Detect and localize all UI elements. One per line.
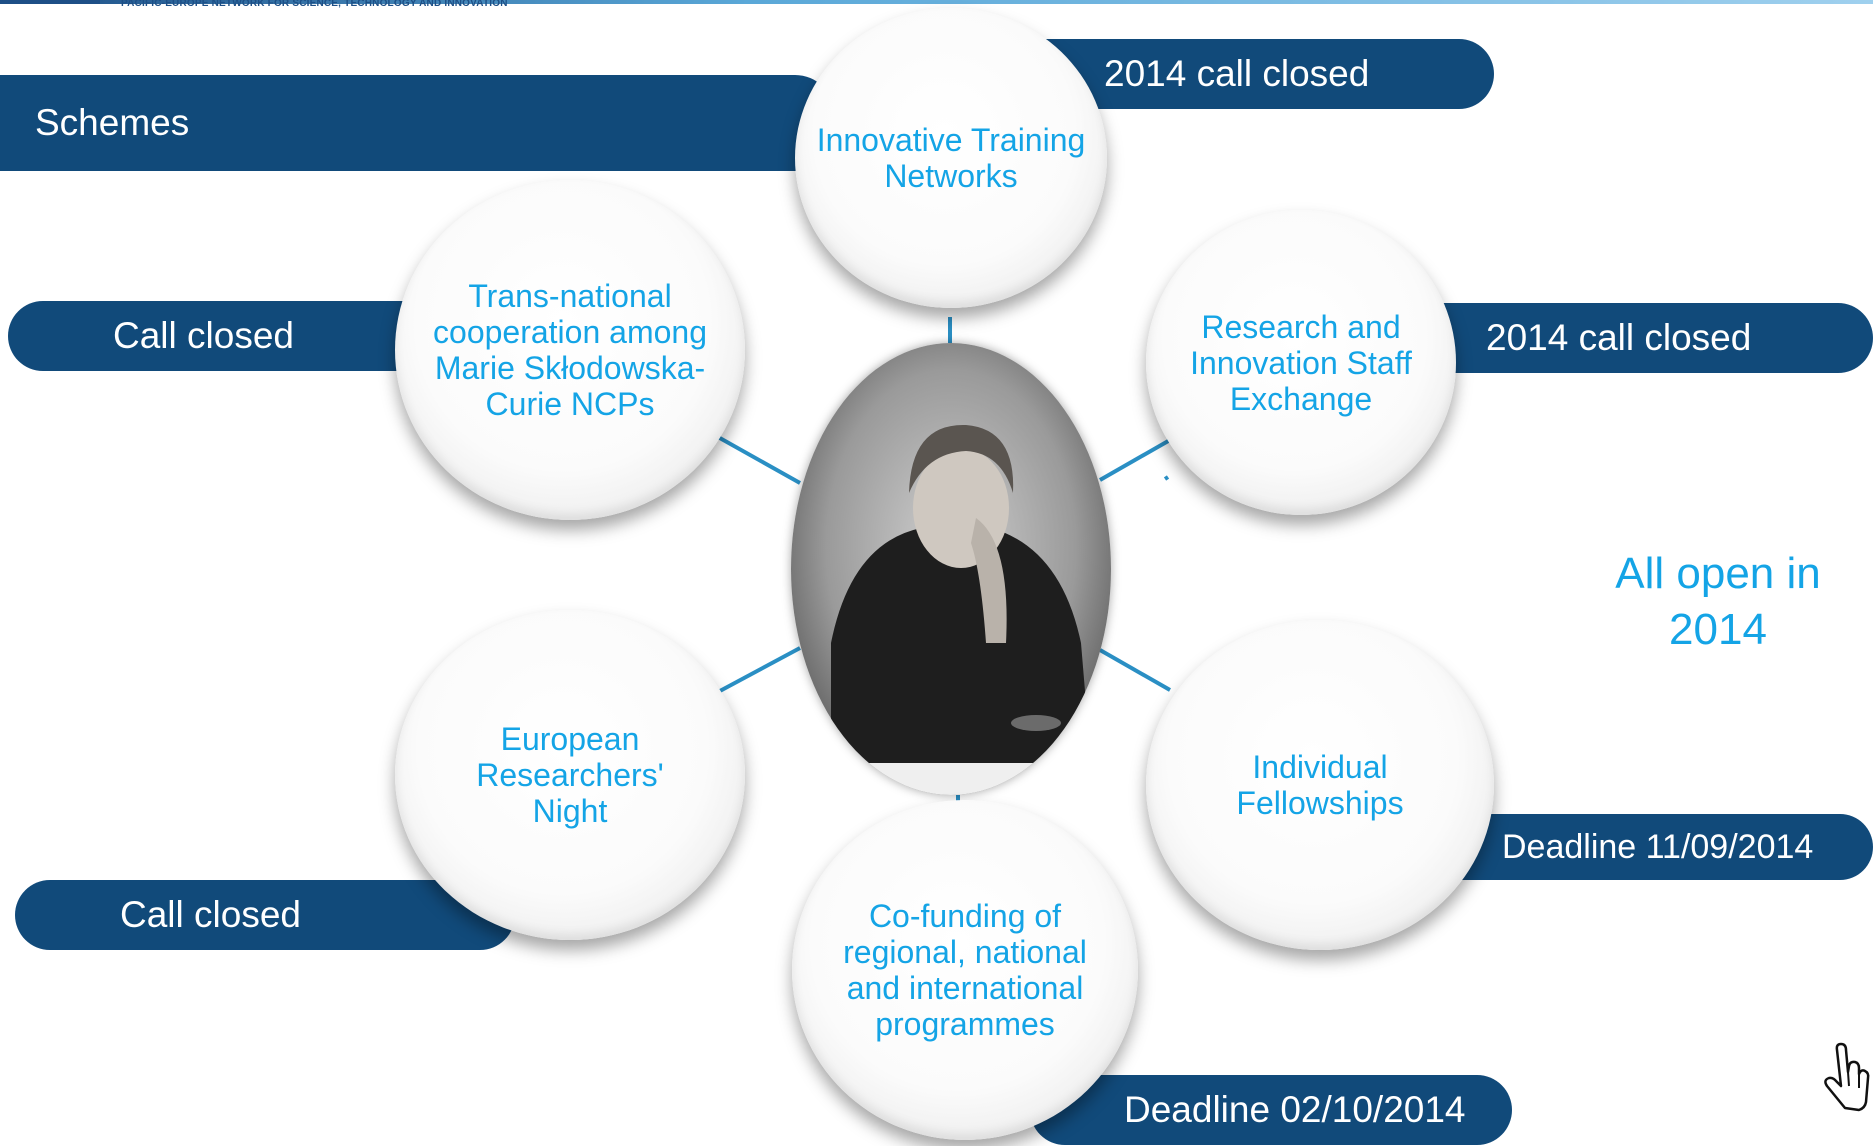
scheme-label: Individual Fellowships xyxy=(1236,749,1404,821)
scheme-bubble-rise: Research and Innovation Staff Exchange xyxy=(1146,210,1456,515)
scheme-label: Innovative Training Networks xyxy=(816,122,1086,194)
status-label: 2014 call closed xyxy=(1486,317,1752,358)
page-title: Schemes xyxy=(35,102,190,143)
scheme-bubble-cofund: Co-funding of regional, national and int… xyxy=(792,800,1138,1140)
hand-pointer-icon[interactable] xyxy=(1815,1036,1873,1116)
status-label: Call closed xyxy=(113,315,294,356)
status-banner-ncp: Call closed xyxy=(8,301,448,371)
connector-line xyxy=(1099,438,1171,482)
status-label: Call closed xyxy=(120,894,301,935)
scheme-label: Research and Innovation Staff Exchange xyxy=(1190,308,1412,417)
status-label: 2014 call closed xyxy=(1104,53,1370,94)
header-rule-accent xyxy=(0,0,100,4)
header-tagline: PACIFIC-EUROPE NETWORK FOR SCIENCE, TECH… xyxy=(121,0,508,9)
scheme-label: European Researchers' Night xyxy=(476,721,664,829)
center-portrait-image xyxy=(791,343,1111,795)
scheme-label: Co-funding of regional, national and int… xyxy=(843,898,1087,1042)
scheme-bubble-if: Individual Fellowships xyxy=(1146,620,1494,950)
scheme-bubble-night: European Researchers' Night xyxy=(395,610,745,940)
status-label: Deadline 02/10/2014 xyxy=(1124,1089,1466,1130)
scheme-label: Trans-national cooperation among Marie S… xyxy=(433,278,707,422)
status-banner-cofund: Deadline 02/10/2014 xyxy=(1030,1075,1512,1145)
all-open-note: All open in 2014 xyxy=(1615,549,1821,654)
connector-line xyxy=(717,435,801,485)
connector-line xyxy=(1099,648,1171,692)
status-banner-itn: 2014 call closed xyxy=(1030,39,1494,109)
header-rule xyxy=(0,0,1873,4)
status-banner-if: Deadline 11/09/2014 xyxy=(1430,814,1873,880)
scheme-bubble-ncp: Trans-national cooperation among Marie S… xyxy=(395,180,745,520)
title-banner: Schemes xyxy=(0,75,835,171)
status-banner-rise: 2014 call closed xyxy=(1430,303,1873,373)
connector-line xyxy=(1163,475,1170,481)
connector-line xyxy=(717,646,801,694)
status-banner-night: Call closed xyxy=(15,880,515,950)
scheme-bubble-itn: Innovative Training Networks xyxy=(795,8,1107,308)
status-label: Deadline 11/09/2014 xyxy=(1502,827,1814,866)
